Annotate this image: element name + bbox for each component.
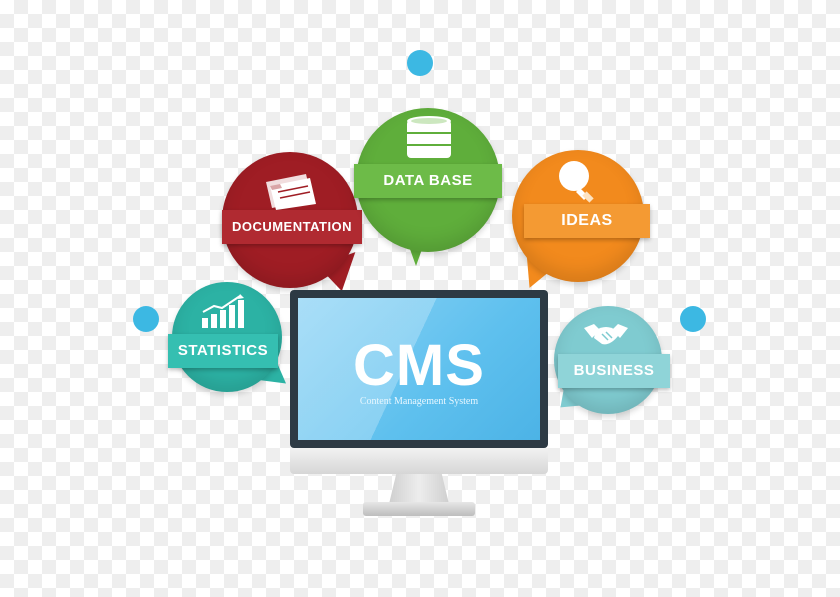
monitor-screen: CMS Content Management System: [298, 298, 540, 440]
monitor-stand: [389, 474, 449, 504]
monitor-icon: CMS Content Management System: [290, 290, 548, 525]
statistics-label: STATISTICS: [168, 334, 278, 368]
business-label: BUSINESS: [558, 354, 670, 388]
statistics-bubble: STATISTICS: [168, 282, 296, 402]
monitor-base: [363, 502, 475, 516]
database-icon: [404, 114, 454, 167]
accent-dot-right: [680, 306, 706, 332]
monitor-chin: [290, 448, 548, 474]
bar-chart-icon: [200, 294, 246, 335]
database-bubble: DATA BASE: [354, 108, 502, 268]
documentation-bubble: DOCUMENTATION: [222, 152, 367, 296]
ideas-bubble: IDEAS: [510, 150, 650, 295]
accent-dot-left: [133, 306, 159, 332]
ideas-label: IDEAS: [524, 204, 650, 238]
database-label: DATA BASE: [354, 164, 502, 198]
handshake-icon: [584, 320, 628, 355]
cms-subtitle: Content Management System: [359, 396, 479, 407]
lightbulb-icon: [554, 158, 600, 209]
screen-gloss: [298, 298, 540, 440]
folder-icon: [262, 170, 318, 215]
business-bubble: BUSINESS: [547, 306, 672, 418]
documentation-label: DOCUMENTATION: [222, 210, 362, 244]
cms-title: CMS: [353, 333, 485, 398]
accent-dot-top: [407, 50, 433, 76]
